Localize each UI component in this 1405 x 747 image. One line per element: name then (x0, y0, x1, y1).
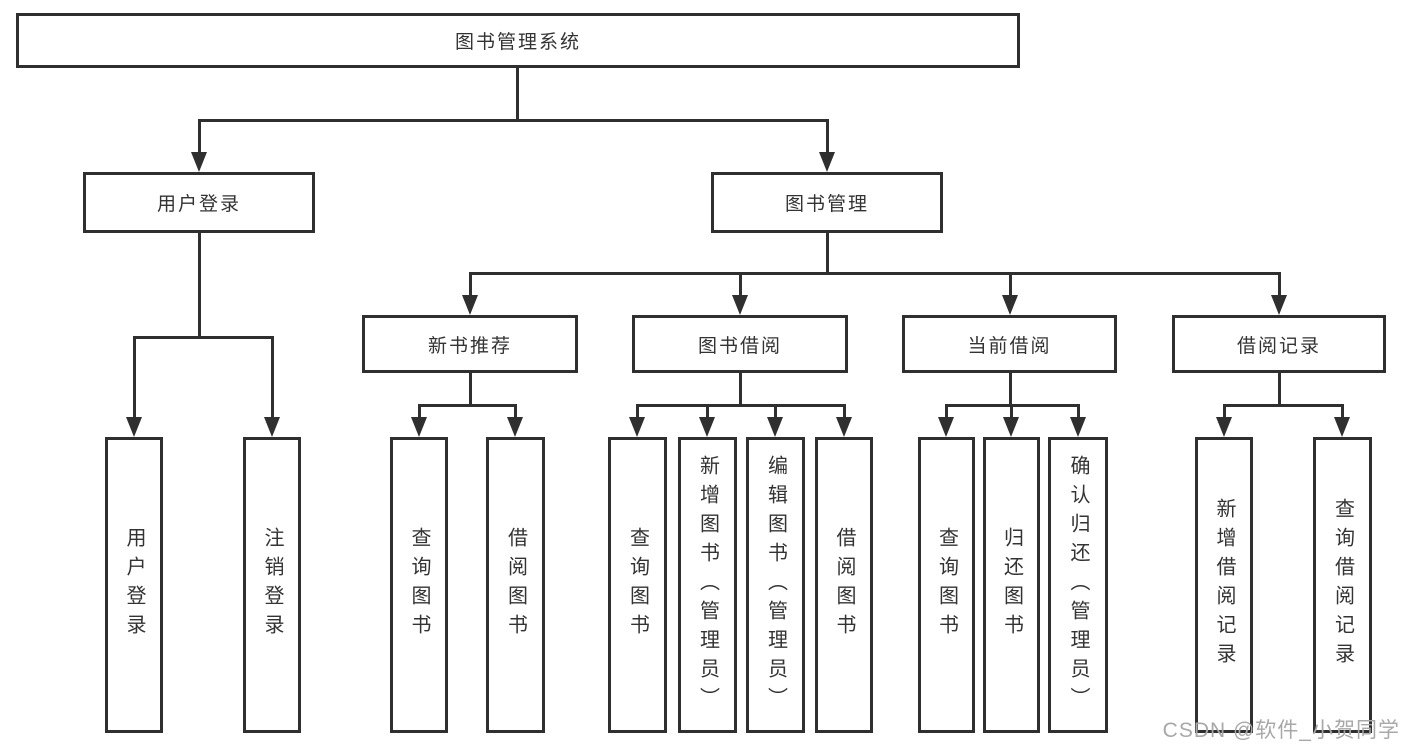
leaf-borrow-books-2: 借阅图书 (815, 437, 873, 733)
leaf-query-books-2: 查询图书 (608, 437, 667, 733)
leaf-query-books-3-label: 查询图书 (935, 527, 958, 643)
connector-line (468, 272, 472, 297)
node-user-login: 用户登录 (83, 172, 315, 233)
node-user-login-label: 用户登录 (156, 194, 241, 215)
node-borrow-record-label: 借阅记录 (1236, 335, 1321, 357)
node-new-book-recommend: 新书推荐 (362, 315, 578, 373)
connector-line (1222, 404, 1344, 407)
connector-line (132, 336, 136, 419)
connector-arrowhead (1002, 295, 1018, 315)
connector-arrowhead (1216, 417, 1232, 437)
leaf-user-login: 用户登录 (105, 437, 163, 733)
leaf-user-login-label: 用户登录 (123, 527, 145, 643)
connector-arrowhead (126, 417, 142, 437)
leaf-query-borrow-record: 查询借阅记录 (1313, 437, 1372, 733)
node-book-management: 图书管理 (711, 172, 943, 233)
connector-arrowhead (732, 295, 748, 315)
leaf-query-books-1: 查询图书 (390, 437, 448, 733)
connector-line (738, 272, 742, 297)
connector-line (417, 404, 421, 419)
connector-arrowhead (462, 295, 478, 315)
connector-arrowhead (1070, 417, 1086, 437)
leaf-confirm-return-admin-label: 确认归还（管理员） (1067, 454, 1089, 716)
connector-line (773, 404, 777, 419)
connector-line (1222, 404, 1226, 419)
leaf-logout-label: 注销登录 (261, 527, 283, 643)
leaf-add-books-admin: 新增图书（管理员） (678, 437, 737, 733)
connector-line (197, 233, 201, 339)
connector-line (825, 233, 829, 275)
connector-arrowhead (767, 417, 783, 437)
node-current-borrow-label: 当前借阅 (967, 335, 1052, 357)
connector-line (944, 404, 1080, 407)
leaf-edit-books-admin-label: 编辑图书（管理员） (764, 454, 787, 716)
node-book-management-label: 图书管理 (784, 194, 869, 215)
connector-arrowhead (938, 417, 954, 437)
connector-line (1277, 373, 1281, 407)
connector-line (1277, 272, 1281, 297)
connector-line (705, 404, 709, 419)
node-borrow-record: 借阅记录 (1172, 315, 1386, 373)
leaf-borrow-books-2-label: 借阅图书 (833, 527, 855, 643)
leaf-edit-books-admin: 编辑图书（管理员） (746, 437, 805, 733)
node-book-borrow-label: 图书借阅 (697, 335, 782, 357)
connector-arrowhead (836, 417, 852, 437)
leaf-logout: 注销登录 (243, 437, 301, 733)
connector-arrowhead (1334, 417, 1350, 437)
leaf-add-books-admin-label: 新增图书（管理员） (696, 454, 719, 716)
connector-arrowhead (191, 152, 207, 172)
leaf-return-books-label: 归还图书 (1000, 527, 1023, 643)
node-book-borrow: 图书借阅 (632, 315, 848, 373)
leaf-query-books-2-label: 查询图书 (626, 527, 649, 643)
connector-line (513, 404, 517, 419)
connector-line (197, 119, 201, 154)
leaf-return-books: 归还图书 (983, 437, 1040, 733)
watermark-text: CSDN @软件_小贺同学 (1162, 719, 1400, 742)
connector-line (468, 272, 1281, 275)
connector-line (635, 404, 639, 419)
leaf-borrow-books-1: 借阅图书 (486, 437, 545, 733)
connector-line (270, 336, 274, 419)
connector-arrowhead (819, 152, 835, 172)
leaf-query-books-1-label: 查询图书 (408, 527, 430, 643)
connector-line (468, 373, 472, 407)
connector-line (825, 119, 829, 154)
node-current-borrow: 当前借阅 (902, 315, 1117, 373)
leaf-borrow-books-1-label: 借阅图书 (504, 527, 527, 643)
leaf-add-borrow-record-label: 新增借阅记录 (1213, 498, 1235, 672)
node-new-book-recommend-label: 新书推荐 (427, 335, 512, 357)
connector-arrowhead (699, 417, 715, 437)
connector-line (417, 404, 517, 407)
root-node-library-management-system: 图书管理系统 (16, 13, 1020, 68)
connector-line (842, 404, 846, 419)
connector-line (1008, 272, 1012, 297)
leaf-query-borrow-record-label: 查询借阅记录 (1331, 498, 1354, 672)
connector-line (1340, 404, 1344, 419)
connector-arrowhead (1003, 417, 1019, 437)
connector-arrowhead (1271, 295, 1287, 315)
connector-arrowhead (629, 417, 645, 437)
connector-line (944, 404, 948, 419)
leaf-query-books-3: 查询图书 (918, 437, 975, 733)
connector-line (738, 373, 742, 407)
root-node-label: 图书管理系统 (454, 32, 581, 53)
leaf-add-borrow-record: 新增借阅记录 (1195, 437, 1253, 733)
leaf-confirm-return-admin: 确认归还（管理员） (1048, 437, 1108, 733)
connector-arrowhead (411, 417, 427, 437)
connector-line (132, 336, 274, 339)
connector-line (635, 404, 846, 407)
connector-line (1008, 373, 1012, 407)
connector-arrowhead (507, 417, 523, 437)
connector-line (515, 68, 519, 122)
connector-line (197, 119, 829, 122)
connector-line (1009, 404, 1013, 419)
connector-line (1076, 404, 1080, 419)
connector-arrowhead (264, 417, 280, 437)
